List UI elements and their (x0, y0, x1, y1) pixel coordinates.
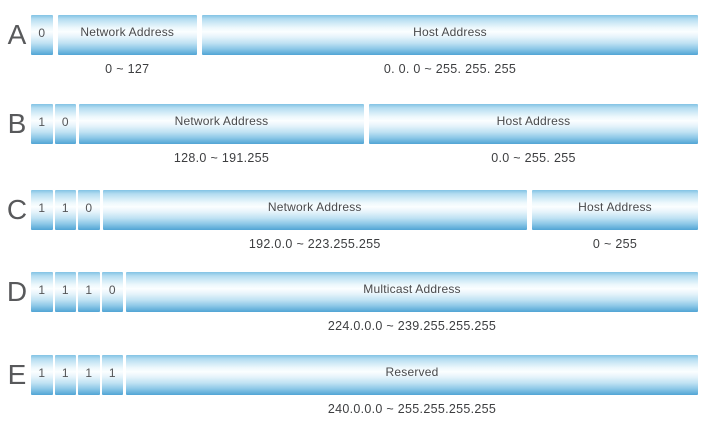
class-a-host-range-label: 0. 0. 0 ~ 255. 255. 255 (383, 62, 517, 76)
class-a-letter: A (7, 19, 27, 50)
class-c-host-address-box: Host Address (532, 190, 698, 230)
class-b-bit-1-box: 0 (54, 104, 76, 144)
class-b-host-address-box: Host Address (369, 104, 698, 144)
class-e-bit-0-box: 1 (31, 355, 53, 395)
class-a-row: A 0 Network Address Host Address 0 ~ 127… (0, 15, 718, 79)
class-d-letter: D (6, 276, 28, 307)
class-c-letter: C (6, 194, 28, 225)
class-e-letter: E (7, 359, 27, 390)
class-c-row: C 1 1 0 Network Address Host Address 192… (0, 190, 718, 254)
class-b-letter: B (7, 108, 27, 139)
class-b-row: B 1 0 Network Address Host Address 128.0… (0, 104, 718, 168)
class-d-bit-0-box: 1 (31, 272, 53, 312)
class-e-bit-3-box: 1 (101, 355, 123, 395)
class-b-host-range-label: 0.0 ~ 255. 255 (491, 151, 576, 165)
class-a-bit-0-box: 0 (31, 15, 53, 55)
class-a-host-address-box: Host Address (202, 15, 698, 55)
class-d-multicast-range-label: 224.0.0.0 ~ 239.255.255.255 (327, 319, 497, 333)
class-d-bit-3-box: 0 (101, 272, 123, 312)
class-e-bit-1-box: 1 (54, 355, 76, 395)
class-c-network-range-label: 192.0.0 ~ 223.255.255 (248, 237, 381, 251)
class-c-bit-1-box: 1 (54, 190, 76, 230)
class-d-bit-1-box: 1 (54, 272, 76, 312)
class-a-network-range-label: 0 ~ 127 (105, 62, 150, 76)
class-d-multicast-address-box: Multicast Address (126, 272, 698, 312)
class-c-host-range-label: 0 ~ 255 (592, 237, 638, 251)
class-b-network-range-label: 128.0 ~ 191.255 (173, 151, 270, 165)
class-a-network-address-box: Network Address (57, 15, 197, 55)
class-b-network-address-box: Network Address (79, 104, 364, 144)
class-c-bit-0-box: 1 (31, 190, 53, 230)
class-e-reserved-range-label: 240.0.0.0 ~ 255.255.255.255 (327, 402, 497, 416)
class-c-bit-2-box: 0 (78, 190, 100, 230)
class-d-bit-2-box: 1 (78, 272, 100, 312)
class-c-network-address-box: Network Address (102, 190, 527, 230)
class-e-reserved-box: Reserved (126, 355, 698, 395)
class-e-bit-2-box: 1 (78, 355, 100, 395)
class-d-row: D 1 1 1 0 Multicast Address 224.0.0.0 ~ … (0, 272, 718, 336)
class-b-bit-0-box: 1 (31, 104, 53, 144)
class-e-row: E 1 1 1 1 Reserved 240.0.0.0 ~ 255.255.2… (0, 355, 718, 419)
